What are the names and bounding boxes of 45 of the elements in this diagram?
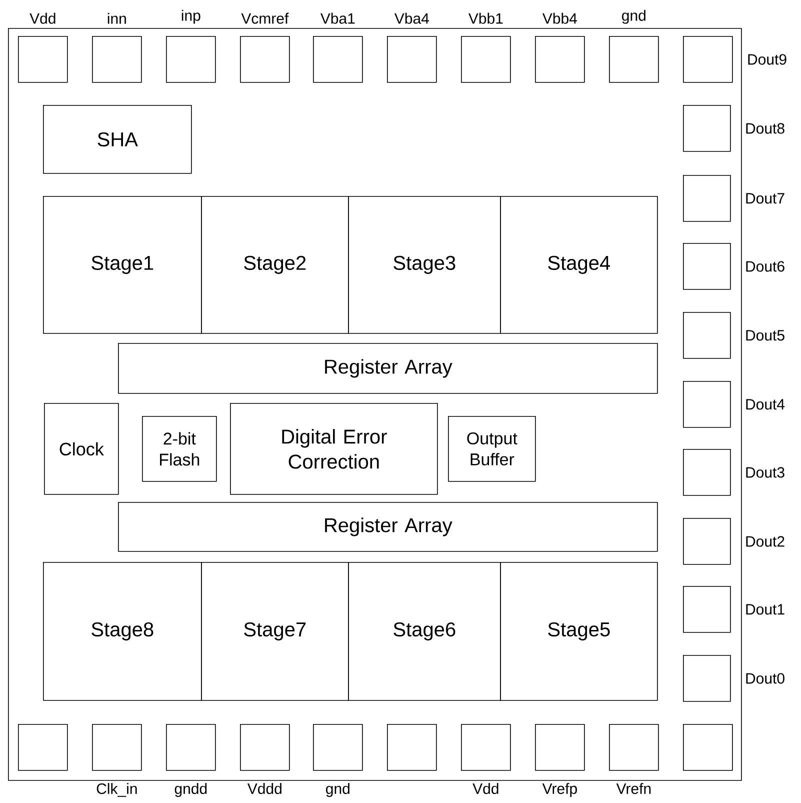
pin-label: inn <box>108 12 126 24</box>
block-box: Stage4 <box>500 196 658 334</box>
pin-label: Vdd <box>30 12 56 24</box>
block-box: Register Array <box>118 343 658 394</box>
block-box: Stage8 <box>43 562 202 701</box>
block-box: 2-bit Flash <box>142 416 217 482</box>
block-box: Stage2 <box>201 196 349 334</box>
chip-outline <box>8 28 742 781</box>
bond-pad <box>683 724 733 771</box>
pin-label: Dout1 <box>746 604 784 615</box>
pin-label: Vbb4 <box>542 12 577 24</box>
pin-label: Dout7 <box>746 193 784 204</box>
pin-label: Vcmref <box>241 12 289 24</box>
block-box: Digital Error Correction <box>230 403 438 495</box>
block-box: Output Buffer <box>448 416 536 482</box>
pin-label: Dout8 <box>746 123 784 134</box>
block-box: Stage3 <box>348 196 501 334</box>
pin-label: Dout9 <box>748 54 786 65</box>
pin-label: Vba4 <box>394 12 429 24</box>
block-box: Stage1 <box>43 196 202 334</box>
pin-label: Vdd <box>472 783 498 794</box>
pin-label: gnd <box>326 783 350 797</box>
pin-label: Dout5 <box>746 330 784 341</box>
pin-label: Vba1 <box>320 12 355 24</box>
pin-label: Clk_in <box>96 783 137 797</box>
pin-label: Dout0 <box>746 673 784 684</box>
pin-label: Dout3 <box>746 467 784 478</box>
bond-pad <box>18 724 68 771</box>
pin-label: Vddd <box>247 783 282 794</box>
block-box: Stage5 <box>500 562 658 701</box>
pin-label: Dout4 <box>746 399 785 410</box>
block-box: Stage7 <box>201 562 349 701</box>
pin-label: Dout6 <box>746 261 784 272</box>
pin-label: Vrefp <box>542 783 577 797</box>
block-box: Stage6 <box>348 562 501 701</box>
pin-label: Vbb1 <box>468 12 503 24</box>
pin-label: inp <box>182 10 200 24</box>
block-box: Clock <box>44 403 119 495</box>
pin-label: Dout2 <box>746 536 784 547</box>
pin-label: gnd <box>622 10 646 24</box>
pin-label: gndd <box>174 783 207 797</box>
pin-label: Vrefn <box>616 783 651 794</box>
bond-pad <box>387 724 437 771</box>
block-box: Register Array <box>118 502 658 552</box>
block-box: SHA <box>43 105 192 174</box>
